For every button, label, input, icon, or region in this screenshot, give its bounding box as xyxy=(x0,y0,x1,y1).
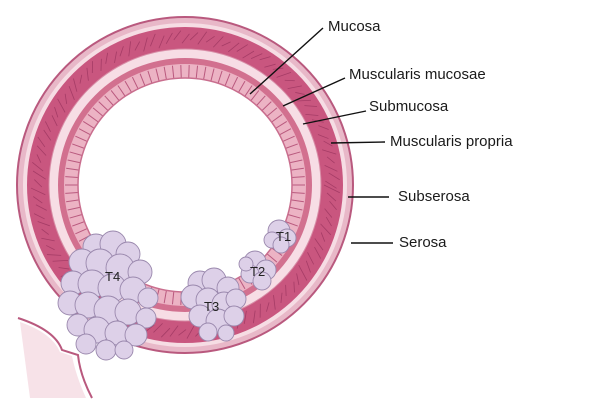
muscularis-mucosae-leader xyxy=(282,77,346,107)
tumor-label-t1: T1 xyxy=(276,229,291,244)
label-submucosa: Submucosa xyxy=(369,98,449,115)
label-muscularis-propria: Muscularis propria xyxy=(390,133,513,150)
muscularis-propria-leader xyxy=(330,141,386,144)
leader-lines xyxy=(249,27,393,244)
label-mucosa: Mucosa xyxy=(328,18,381,35)
tumor-label-t2: T2 xyxy=(250,264,265,279)
label-subserosa: Subserosa xyxy=(398,188,470,205)
tumor-label-t3: T3 xyxy=(204,299,219,314)
submucosa-leader xyxy=(302,110,367,125)
tumor-label-t4: T4 xyxy=(105,269,120,284)
tumor-t3 xyxy=(180,267,247,342)
tumor-t1 xyxy=(263,219,297,254)
mesentery xyxy=(17,317,93,399)
tumors xyxy=(57,219,297,361)
tumor-t4 xyxy=(57,230,159,361)
mucosa-leader xyxy=(249,27,324,95)
tumor-t2 xyxy=(238,250,277,291)
muscle-fiber-texture xyxy=(30,30,340,339)
label-serosa: Serosa xyxy=(399,234,447,251)
label-muscularis-mucosae: Muscularis mucosae xyxy=(349,66,486,83)
